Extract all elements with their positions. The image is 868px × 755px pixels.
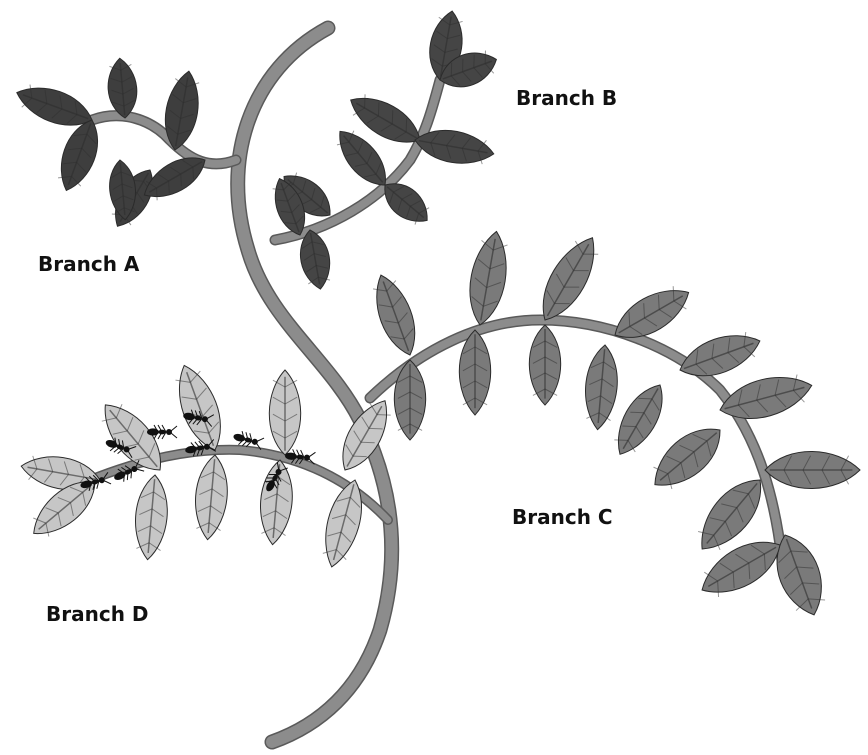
branch-c-leaf	[463, 228, 513, 327]
branch-c-leaf	[715, 368, 816, 428]
branch-a-leaf	[106, 57, 140, 119]
branch-d-label: Branch D	[46, 602, 149, 626]
branch-a-stem-outline	[92, 116, 236, 164]
branch-d-leaf	[269, 370, 300, 455]
branch-c-label: Branch C	[512, 505, 613, 529]
branch-d-leaf	[331, 393, 398, 478]
branch-b-label: Branch B	[516, 86, 617, 110]
branch-a-leaf	[107, 159, 138, 221]
branch-c-leaf	[643, 416, 732, 499]
main-stem-outline	[238, 28, 392, 742]
branch-a-label: Branch A	[38, 252, 139, 276]
branch-c-leaf	[366, 270, 425, 361]
main-stem	[238, 28, 392, 742]
branch-d-leaf	[132, 474, 171, 561]
branch-a-leaf	[52, 115, 107, 196]
branch-c-leaf	[459, 330, 490, 415]
branch-c-leaf	[529, 325, 560, 405]
branch-c-leaf	[765, 451, 860, 488]
branch-c-leaf	[674, 325, 766, 386]
branch-d-leaf	[192, 454, 231, 541]
branch-c-leaf	[530, 229, 607, 328]
branch-c-leaf	[582, 344, 621, 431]
